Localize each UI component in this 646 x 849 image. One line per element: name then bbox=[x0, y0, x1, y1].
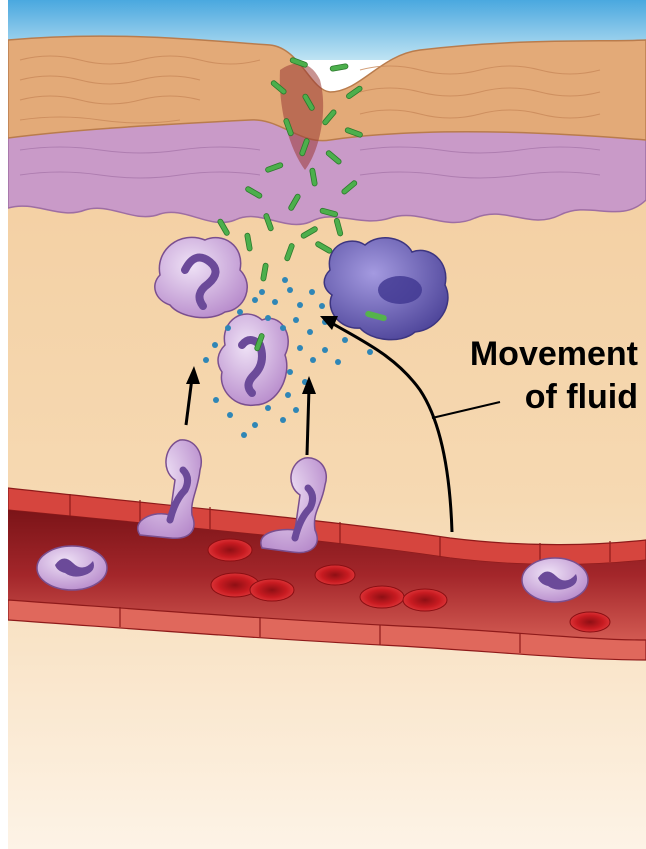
red-blood-cell-icon bbox=[250, 579, 294, 601]
movement-of-fluid-label-line2: of fluid bbox=[525, 377, 638, 417]
movement-of-fluid-label-line1: Movement bbox=[470, 334, 638, 374]
red-blood-cell-icon bbox=[403, 589, 447, 611]
bacteria-icon bbox=[330, 63, 349, 71]
macrophage-icon bbox=[324, 238, 448, 340]
neutrophil-icon bbox=[522, 558, 588, 602]
red-blood-cell-icon bbox=[315, 565, 355, 585]
red-blood-cell-icon bbox=[570, 612, 610, 632]
red-blood-cell-icon bbox=[360, 586, 404, 608]
red-blood-cell-icon bbox=[208, 539, 252, 561]
neutrophil-icon bbox=[37, 546, 107, 590]
